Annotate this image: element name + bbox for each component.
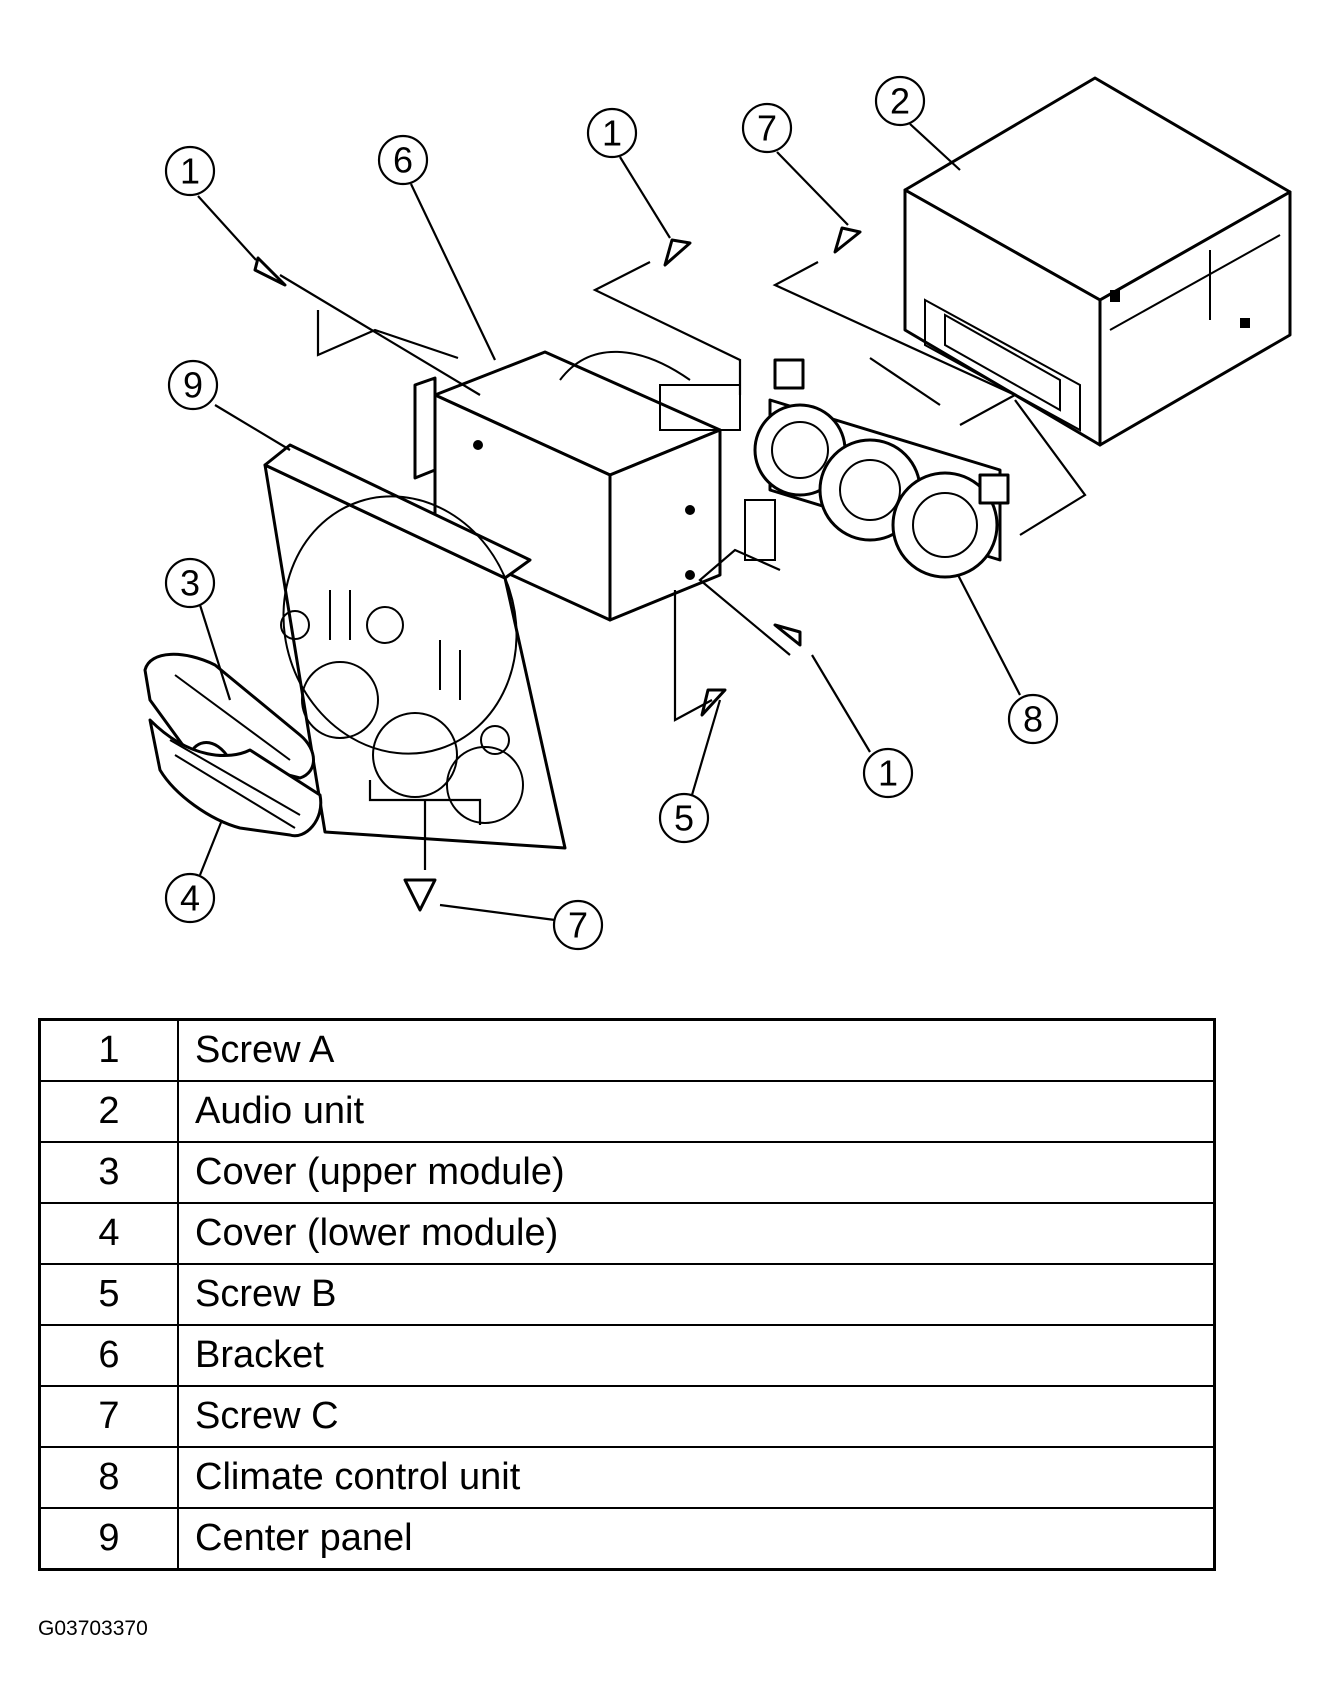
part-name: Cover (upper module) — [177, 1141, 1216, 1204]
part-number: 8 — [38, 1446, 179, 1509]
screw-drawings — [253, 226, 862, 912]
part-name: Audio unit — [177, 1080, 1216, 1143]
exploded-view-svg: 1 6 1 7 2 9 3 4 7 5 1 8 — [143, 75, 1292, 951]
bracket-drawing — [413, 350, 776, 622]
part-number: 2 — [38, 1080, 179, 1143]
center-panel-drawing — [263, 443, 567, 850]
climate-control-unit-drawing — [753, 358, 1010, 579]
part-number: 6 — [38, 1324, 179, 1387]
part-name: Screw A — [177, 1018, 1216, 1082]
table-row: 1 Screw A — [38, 1018, 1216, 1082]
alignment-lines — [279, 261, 1087, 870]
table-row: 3 Cover (upper module) — [38, 1141, 1216, 1204]
callout-leaders — [197, 123, 1021, 922]
part-name: Screw C — [177, 1385, 1216, 1448]
svg-text:4: 4 — [180, 878, 200, 919]
part-number: 7 — [38, 1385, 179, 1448]
cover-lower-drawing — [148, 718, 323, 838]
part-number: 1 — [38, 1018, 179, 1082]
part-name: Bracket — [177, 1324, 1216, 1387]
svg-text:1: 1 — [602, 113, 622, 154]
svg-text:2: 2 — [890, 81, 910, 122]
part-number: 5 — [38, 1263, 179, 1326]
callout-2: 2 — [874, 75, 926, 127]
svg-text:1: 1 — [180, 151, 200, 192]
svg-text:3: 3 — [180, 563, 200, 604]
callout-4: 4 — [164, 872, 216, 924]
part-number: 9 — [38, 1507, 179, 1571]
svg-text:7: 7 — [757, 108, 777, 149]
table-row: 7 Screw C — [38, 1385, 1216, 1448]
callout-1-lower: 1 — [862, 747, 914, 799]
callout-6: 6 — [377, 134, 429, 186]
table-row: 4 Cover (lower module) — [38, 1202, 1216, 1265]
figure-code: G03703370 — [38, 1617, 148, 1640]
table-row: 9 Center panel — [38, 1507, 1216, 1571]
svg-text:6: 6 — [393, 140, 413, 181]
audio-unit-drawing — [903, 76, 1292, 447]
part-name: Cover (lower module) — [177, 1202, 1216, 1265]
svg-text:7: 7 — [568, 905, 588, 946]
callout-5: 5 — [658, 792, 710, 844]
svg-text:9: 9 — [183, 365, 203, 406]
svg-text:8: 8 — [1023, 699, 1043, 740]
callout-8: 8 — [1007, 693, 1059, 745]
part-name: Climate control unit — [177, 1446, 1216, 1509]
svg-text:5: 5 — [674, 798, 694, 839]
callout-7-bottom: 7 — [552, 899, 604, 951]
part-number: 4 — [38, 1202, 179, 1265]
table-row: 6 Bracket — [38, 1324, 1216, 1387]
part-number: 3 — [38, 1141, 179, 1204]
callout-3: 3 — [164, 557, 216, 609]
callout-7-top: 7 — [741, 102, 793, 154]
callout-1-top-left: 1 — [164, 145, 216, 197]
table-row: 8 Climate control unit — [38, 1446, 1216, 1509]
part-name: Center panel — [177, 1507, 1216, 1571]
parts-legend-table: 1 Screw A 2 Audio unit 3 Cover (upper mo… — [38, 1018, 1216, 1571]
callout-9: 9 — [167, 359, 219, 411]
callout-1-top-center: 1 — [586, 107, 638, 159]
part-name: Screw B — [177, 1263, 1216, 1326]
table-row: 5 Screw B — [38, 1263, 1216, 1326]
table-row: 2 Audio unit — [38, 1080, 1216, 1143]
svg-text:1: 1 — [878, 753, 898, 794]
exploded-view-diagram: 1 6 1 7 2 9 3 4 7 5 1 8 — [143, 75, 1292, 951]
